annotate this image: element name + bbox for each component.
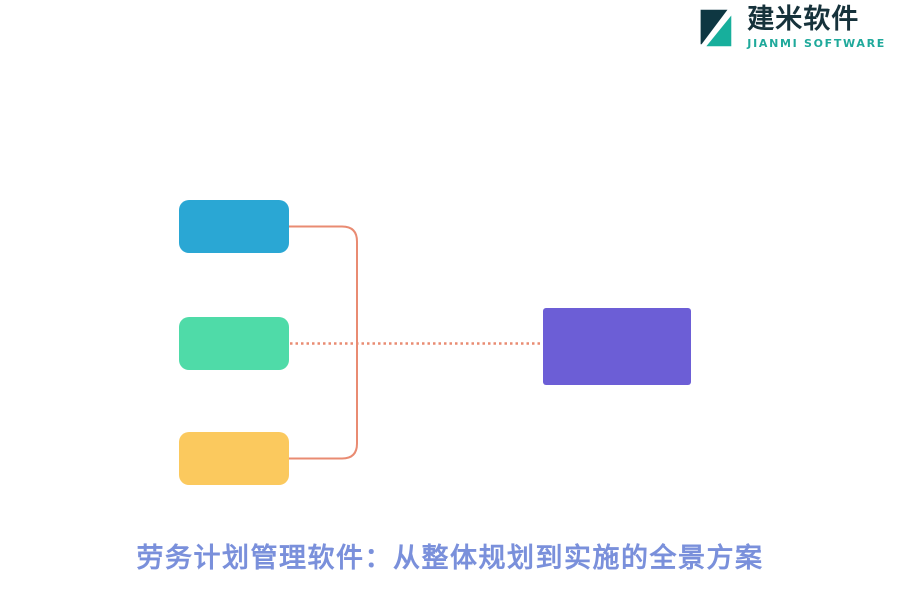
node-result (543, 308, 691, 385)
page-title: 劳务计划管理软件：从整体规划到实施的全景方案 (136, 543, 764, 574)
brand-name: 建米软件 (747, 3, 860, 35)
brand-text: 建米软件 JIANMI SOFTWARE (747, 3, 886, 51)
brand-logo: 建米软件 JIANMI SOFTWARE (692, 5, 886, 51)
node-middle (179, 317, 289, 370)
brand-subtitle: JIANMI SOFTWARE (747, 37, 886, 51)
logo-icon (700, 9, 732, 47)
node-bottom (179, 432, 289, 485)
node-top (179, 200, 289, 253)
